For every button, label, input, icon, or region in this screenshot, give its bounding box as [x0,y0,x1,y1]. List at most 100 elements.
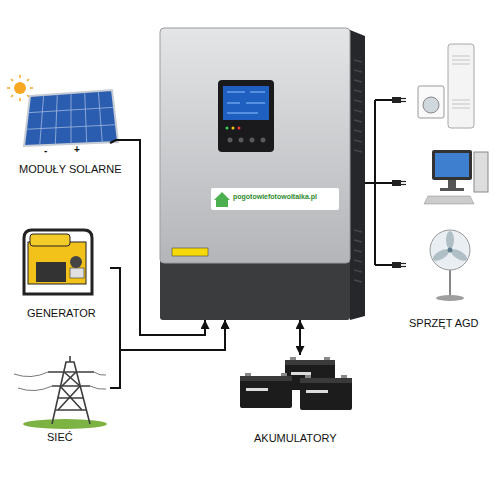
component-label: SPRZĘT AGD [409,317,478,330]
component-label: SIEĆ [47,431,73,444]
inverter-illustration-part [226,127,229,130]
inverter-illustration-part [160,258,350,320]
appliances-illustration-part-part [401,266,406,267]
hybrid-inverter: pogotowiefotowoltaika.pl [160,28,365,320]
battery-illustration-part [240,376,292,408]
inverter-illustration-part-part [354,280,362,282]
sun-icon-part-part [27,79,29,81]
inverter-illustration-part-part [354,120,362,122]
inverter-illustration-part [218,80,274,152]
appliances-illustration-part-part [401,98,406,99]
solar-panel-part-part [85,92,87,143]
battery-illustration-part [240,360,352,383]
appliances-illustration-part-part [452,64,470,65]
appliances-illustration-part [449,270,451,296]
connector-line [110,320,225,388]
appliances-illustration-part-part [392,262,401,268]
solar-panel-part [26,91,116,145]
inverter-illustration-part [238,127,241,130]
inverter-illustration-part [172,248,208,256]
inverter-illustration-part-part [354,250,362,252]
inverter-illustration-part-part [227,113,258,114]
generator-illustration-part [70,256,82,268]
generator-illustration-part [30,234,70,246]
battery-illustration-part-part [324,357,330,360]
appliances-illustration-part [418,86,444,118]
solar-panel [24,90,130,146]
inverter-illustration-part-part [354,70,362,72]
component-label: AKUMULATORY [254,432,337,445]
power-grid-illustration-part-part [90,386,106,389]
connector-branch [375,264,392,266]
appliances-illustration-part [424,196,474,204]
sun-icon-part-part [11,79,13,81]
inverter-illustration-part-part [354,260,362,262]
appliances-illustration-part [448,44,474,128]
inverter-illustration-part-part [354,140,362,142]
solar-panel-part-part [71,93,72,144]
inverter-illustration-part [239,138,244,143]
inverter-illustration-part [227,92,265,113]
appliances: SPRZĘT AGD [392,38,496,332]
battery-illustration-part-part [306,390,328,393]
appliances-illustration-part [452,56,470,108]
appliances-illustration-part [401,99,406,267]
inverter-illustration-part-part [227,103,240,104]
power-grid-illustration-part-part [94,372,106,375]
inverter-illustration-part-part [354,130,362,132]
generator: GENERATOR [12,222,110,322]
component-label: GENERATOR [27,307,96,320]
battery-illustration-part [246,372,328,393]
inverter-illustration-part-part [227,92,245,93]
inverter-illustration-part-part [354,100,362,102]
power-grid-illustration-part [14,372,106,391]
appliances-illustration-part [474,152,488,192]
inverter-illustration-part [250,138,255,143]
power-grid-illustration-part [48,356,94,424]
generator-illustration-part [28,242,86,284]
battery-illustration-part-part [341,375,347,378]
power-connector [300,320,301,355]
appliances-illustration-part-part [452,104,470,105]
inverter-illustration-part [160,28,350,263]
connector-line [365,182,392,184]
appliances-illustration-part-part [446,231,454,249]
connector-line [130,140,205,335]
sun-icon-part-part [19,98,21,101]
battery-bank: AKUMULATORY [230,355,360,447]
appliances-illustration-part-part [401,101,406,102]
appliances-illustration-part-part [392,97,401,103]
battery-illustration [240,357,352,410]
component-label: MODUŁY SOLARNE [19,163,122,176]
solar-panel-part [24,90,118,146]
power-connector [110,268,225,350]
solar-panel-part-part [98,91,102,143]
battery-illustration-part-part [290,357,296,360]
appliances-illustration-part [431,231,469,263]
inverter-illustration-part-part [250,92,265,93]
inverter-illustration-part-part [354,270,362,272]
appliances-illustration-part [448,248,453,253]
power-grid-illustration-part [23,419,107,429]
battery-illustration-part-part [291,372,311,375]
power-connector [110,320,225,388]
appliances-illustration-part [392,97,401,268]
connector-line [299,320,301,355]
inverter-illustration-part-part [354,60,362,62]
solar-panel-part-part [26,125,116,130]
generator-illustration [24,230,92,294]
inverter-illustration-part [354,60,362,282]
appliances-illustration-part [423,97,439,113]
battery-illustration-part-part [305,375,311,378]
appliances-illustration-part [432,150,472,180]
inverter-illustration-part [214,192,230,207]
sun-icon-part [14,82,26,94]
inverter-illustration [160,28,365,320]
power-grid-illustration-part-part [18,386,52,391]
brand-logo-text: pogotowiefotowoltaika.pl [233,193,317,201]
power-grid-illustration-part-part [58,372,82,410]
appliances-illustration-part-part [401,263,406,264]
